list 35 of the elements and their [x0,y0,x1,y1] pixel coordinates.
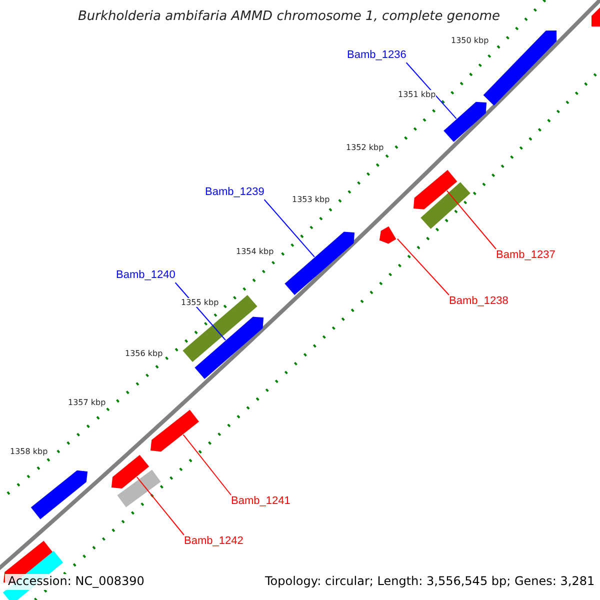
gene-feature [111,454,150,489]
diagram-title: Burkholderia ambifaria AMMD chromosome 1, complete genome [78,10,500,25]
gene-label: Bamb_1240 [116,269,176,282]
leader-line [446,190,496,250]
gene-label: Bamb_1241 [231,495,290,508]
gene-label: Bamb_1242 [184,535,244,548]
feature-bar [420,182,470,229]
scale-label: 1354 kbp [236,247,274,256]
gene-feature [413,170,458,210]
feature-bar [117,470,161,508]
scale-label: 1357 kbp [68,398,106,408]
scale-label: 1350 kbp [451,36,489,46]
gene-label: Bamb_1238 [449,295,508,308]
scale-label: 1351 kbp [398,90,436,100]
gene-feature [30,470,88,520]
gene-feature [284,232,355,295]
leader-line [396,238,450,296]
leader-line [406,62,457,120]
scale-label: 1355 kbp [181,298,219,308]
gene-feature [379,226,396,244]
gene-label: Bamb_1239 [205,186,264,199]
scale-label: 1358 kbp [10,447,48,456]
gene-feature [592,6,600,26]
leader-line [264,199,315,258]
gene-feature [194,316,264,379]
leader-line [182,434,232,496]
gene-label: Bamb_1236 [347,49,406,62]
gene-label: Bamb_1237 [496,249,556,262]
scale-label: 1353 kbp [292,195,330,204]
scale-label: 1356 kbp [125,349,163,358]
leader-line [136,476,184,536]
gene-feature [444,102,487,142]
feature-bar [182,295,258,362]
scale-label: 1352 kbp [346,143,384,152]
gene-feature [150,410,199,452]
